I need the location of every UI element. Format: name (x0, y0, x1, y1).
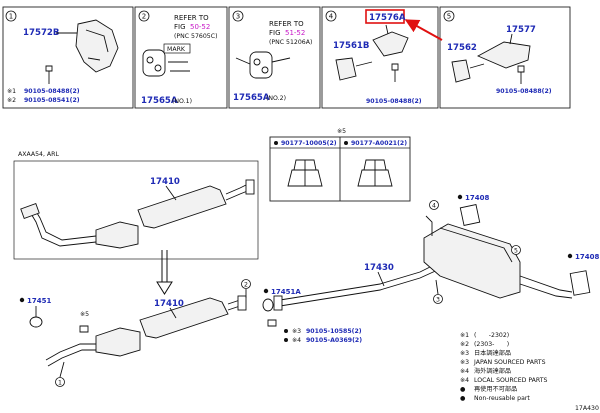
callout-5: 5 (514, 248, 518, 255)
bolt-mark-1: ※1 (7, 88, 16, 95)
legend-6-text: LOCAL SOURCED PARTS (474, 377, 548, 384)
pnc-51206a: (PNC 51206A) (269, 39, 312, 46)
nut-90177-10005[interactable]: 90177-10005(2) (281, 140, 337, 147)
callout-4: 4 (432, 203, 436, 210)
panel-3-number: 3 (236, 13, 240, 21)
nut-box-mark: ※5 (337, 128, 346, 135)
part-17410-top[interactable]: 17410 (150, 177, 180, 187)
bolt-90105-10585[interactable]: 90105-10585(2) (306, 328, 362, 335)
highlight-box-17576A (365, 9, 405, 24)
down-arrow-icon (156, 250, 173, 295)
legend-1-mark: ※1 (460, 332, 469, 339)
panel-3: 3 REFER TO FIG 51-52 (PNC 51206A) 17565A… (228, 6, 321, 109)
nut-90177-A0021[interactable]: 90177-A0021(2) (351, 140, 407, 147)
diagram-code: 17A430 (575, 405, 599, 412)
panel-1: 1 17572B ※1 90105-08488(2) ※2 90105-0854… (2, 6, 134, 109)
engine-label: AXAA54, ARL (18, 151, 59, 158)
bolt-90105-08488-p4[interactable]: 90105-08488(2) (366, 98, 422, 105)
part-17430[interactable]: 17430 (364, 263, 394, 273)
panel-1-number: 1 (9, 13, 13, 21)
legend-8-text: Non-reusable part (474, 395, 530, 402)
panel-2-number: 2 (142, 13, 146, 21)
panel-4: 4 17576A 17561B 90105-08488(2) (321, 6, 439, 109)
legend-5-text: 海外調達部品 (474, 367, 511, 375)
gasket-17451: 17451 (19, 297, 51, 328)
bolt-90105-08541[interactable]: 90105-08541(2) (24, 97, 80, 104)
part-17565A-no2[interactable]: 17565A (233, 93, 270, 103)
bracket-17576A-icon (335, 24, 409, 82)
callout-2: 2 (244, 282, 248, 289)
legend-1-text: ( -2302) (474, 332, 509, 339)
tail-tip-b: 17408 (567, 253, 599, 296)
legend-7-text: 再使用不可部品 (474, 385, 517, 393)
part-17577[interactable]: 17577 (506, 25, 536, 35)
legend-5-mark: ※4 (460, 368, 469, 375)
panel-2: 2 REFER TO FIG 50-52 (PNC 57605C) MARK 1… (134, 6, 228, 109)
flange-nut-icon (287, 159, 323, 187)
legend-6-mark: ※4 (460, 377, 469, 384)
nut-box: ※5 90177-10005(2) 90177-A0021(2) (269, 128, 411, 202)
gasket-17451A: 17451A (262, 288, 301, 312)
legend-3-text: 日本調達部品 (474, 349, 511, 357)
legend-2-text: (2303- ) (474, 341, 509, 348)
highlight-arrow (404, 19, 443, 41)
bolt-90105-08488-p5[interactable]: 90105-08488(2) (496, 88, 552, 95)
flange-nut-2-icon (357, 159, 393, 187)
part-17410-bottom[interactable]: 17410 (154, 299, 184, 309)
no1-suffix: (NO.1) (172, 98, 192, 105)
mark-4-label: ※4 (292, 337, 301, 344)
upper-frame (13, 160, 259, 260)
refer-to-label: REFER TO (174, 14, 209, 22)
tail-tip-a: 17408 (457, 194, 489, 227)
fig-label-2: FIG (269, 29, 281, 37)
bracket-17577-icon (451, 33, 531, 84)
bolt-90105-08488[interactable]: 90105-08488(2) (24, 88, 80, 95)
part-17451[interactable]: 17451 (27, 297, 51, 305)
no2-suffix: (NO.2) (266, 95, 286, 102)
mark-3-label: ※3 (292, 328, 301, 335)
bolt-mark-2: ※2 (7, 97, 16, 104)
heat-insulator-icon (75, 19, 119, 73)
legend-4-text: JAPAN SOURCED PARTS (473, 359, 546, 366)
fig-50-52-link[interactable]: 50-52 (190, 23, 210, 31)
nut-mark-5: ※5 (79, 311, 89, 333)
panel-5-number: 5 (447, 13, 451, 21)
legend-4-mark: ※3 (460, 359, 469, 366)
part-17562[interactable]: 17562 (447, 43, 477, 53)
front-pipe-upper-icon: 17410 (20, 177, 255, 249)
callout-3: 3 (436, 297, 440, 304)
fig-label: FIG (174, 23, 186, 31)
part-17572B[interactable]: 17572B (23, 28, 59, 38)
panel-5: 5 17577 17562 90105-08488(2) (439, 6, 571, 109)
part-17408-b[interactable]: 17408 (575, 253, 599, 261)
rubber-hanger-2-icon (235, 51, 291, 79)
bolt-callouts: ※3 90105-10585(2) ※4 90105-A0369(2) (267, 319, 362, 344)
part-17565A-no1[interactable]: 17565A (141, 96, 178, 106)
part-17561B[interactable]: 17561B (333, 41, 369, 51)
bolt-icon (45, 65, 53, 84)
legend-7-mark: ● (460, 386, 466, 393)
part-17451A[interactable]: 17451A (271, 288, 301, 296)
part-17576A[interactable]: 17576A (369, 13, 406, 23)
panel-4-number: 4 (329, 13, 334, 21)
part-17408-a[interactable]: 17408 (465, 194, 489, 202)
mark-label: MARK (167, 46, 186, 53)
legend-8-mark: ● (460, 395, 466, 402)
pnc-57605c: (PNC 57605C) (174, 33, 217, 40)
center-pipe-17430: 17430 3 (273, 261, 443, 311)
rubber-hanger-icon (142, 49, 190, 77)
front-pipe-lower-icon: 17410 1 2 (45, 279, 251, 387)
fig-51-52-link[interactable]: 51-52 (285, 29, 305, 37)
bolt-90105-A0369[interactable]: 90105-A0369(2) (306, 337, 362, 344)
refer-to-label-2: REFER TO (269, 20, 304, 28)
muffler-icon: 4 5 (423, 200, 573, 299)
legend-3-mark: ※3 (460, 350, 469, 357)
legend-2-mark: ※2 (460, 341, 469, 348)
callout-1: 1 (58, 380, 62, 387)
mark-5-label: ※5 (80, 311, 89, 318)
legend: ※1 ( -2302) ※2 (2303- ) ※3 日本調達部品 ※3 JAP… (460, 332, 548, 402)
